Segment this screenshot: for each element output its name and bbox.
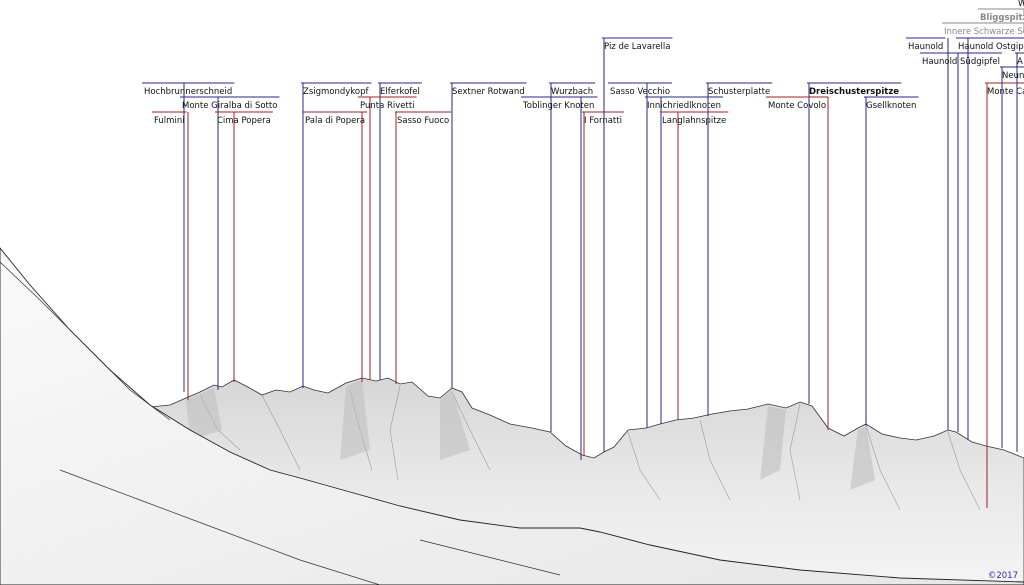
peak-label: Cima Popera bbox=[217, 116, 271, 126]
peak-label: Haunold Ostgipfel bbox=[958, 42, 1024, 52]
peak-label: Gsellknoten bbox=[866, 101, 916, 111]
peak-marker: Toblinger Knoten bbox=[521, 96, 598, 460]
peak-marker: Fulmini bbox=[152, 111, 189, 400]
peak-label: Pala di Popera bbox=[305, 116, 365, 126]
peak-label: Neun bbox=[1002, 71, 1024, 81]
peak-label: Toblinger Knoten bbox=[522, 101, 594, 111]
peak-marker: Punta Rivetti bbox=[358, 96, 417, 380]
peak-label: Piz de Lavarella bbox=[604, 42, 670, 52]
peak-label: Monte Giralba di Sotto bbox=[182, 101, 277, 111]
peak-label: Hochbrunnerschneid bbox=[144, 87, 232, 97]
peak-label: Elferkofel bbox=[380, 87, 420, 97]
peak-label: Schusterplatte bbox=[708, 87, 770, 97]
copyright-text: ©2017 bbox=[987, 571, 1018, 581]
peak-marker: Innere Schwarze Sc bbox=[942, 22, 1024, 37]
peak-marker: Langlahnspitze bbox=[660, 111, 729, 420]
peak-marker: Hochbrunnerschneid bbox=[142, 82, 235, 392]
peak-label: Monte Ca bbox=[987, 87, 1024, 97]
peak-label: A bbox=[1017, 57, 1023, 67]
peak-label: Innichriedlknoten bbox=[647, 101, 721, 111]
peak-label: W bbox=[1018, 0, 1024, 9]
peak-marker: Pala di Popera bbox=[303, 111, 368, 382]
peak-label: Sextner Rotwand bbox=[452, 87, 525, 97]
peak-marker: Monte Ca bbox=[985, 82, 1024, 508]
peak-label: Dreischusterspitze bbox=[809, 87, 899, 97]
peak-marker: Piz de Lavarella bbox=[602, 37, 673, 452]
terrain-shadows bbox=[186, 380, 875, 490]
peak-label: Zsigmondykopf bbox=[303, 87, 370, 97]
peak-marker: Cima Popera bbox=[215, 111, 273, 382]
peak-label: Innere Schwarze Sc bbox=[944, 27, 1024, 37]
peak-marker: Haunold Ostgipfel bbox=[956, 37, 1024, 440]
foreground-detail bbox=[0, 261, 561, 585]
peak-marker: Elferkofel bbox=[378, 82, 422, 380]
peak-marker: Bliggspitz bbox=[978, 8, 1024, 23]
peak-marker: Monte Giralba di Sotto bbox=[180, 96, 280, 390]
peak-marker: Haunold bbox=[906, 37, 949, 430]
peak-marker: A bbox=[1015, 52, 1024, 452]
peak-marker: Zsigmondykopf bbox=[301, 82, 372, 388]
peak-label: Fulmini bbox=[154, 116, 185, 126]
peak-marker: Neun bbox=[1000, 66, 1024, 448]
peak-marker: Sasso Vecchio bbox=[608, 82, 673, 428]
peak-marker: Dreischusterspitze bbox=[807, 82, 902, 404]
peak-label: Sasso Vecchio bbox=[610, 87, 670, 97]
peak-label: Haunold Südgipfel bbox=[922, 57, 1000, 67]
peak-marker: Innichriedlknoten bbox=[645, 96, 724, 424]
peak-marker: Sextner Rotwand bbox=[450, 82, 527, 388]
peak-label: Haunold bbox=[908, 42, 943, 52]
peak-label: I Fornatti bbox=[584, 116, 622, 126]
peak-marker: Schusterplatte bbox=[706, 82, 773, 416]
terrain-shading bbox=[199, 385, 981, 511]
peak-label: Wurzbach bbox=[551, 87, 593, 97]
peak-marker: Gsellknoten bbox=[864, 96, 919, 426]
peak-label: Monte Covolo bbox=[768, 101, 826, 111]
peak-marker: Haunold Südgipfel bbox=[920, 52, 1002, 432]
peak-marker: Monte Covolo bbox=[766, 96, 829, 430]
peak-marker: Wurzbach bbox=[549, 82, 596, 432]
peak-label: Bliggspitz bbox=[980, 13, 1024, 23]
peak-marker: W bbox=[1018, 0, 1024, 9]
peak-label: Langlahnspitze bbox=[662, 116, 726, 126]
peak-marker: I Fornatti bbox=[582, 111, 624, 456]
peak-label: Sasso Fuoco bbox=[397, 116, 449, 126]
peak-label: Punta Rivetti bbox=[360, 101, 415, 111]
peak-marker: Sasso Fuoco bbox=[395, 111, 452, 384]
foreground-slope bbox=[0, 247, 1024, 585]
